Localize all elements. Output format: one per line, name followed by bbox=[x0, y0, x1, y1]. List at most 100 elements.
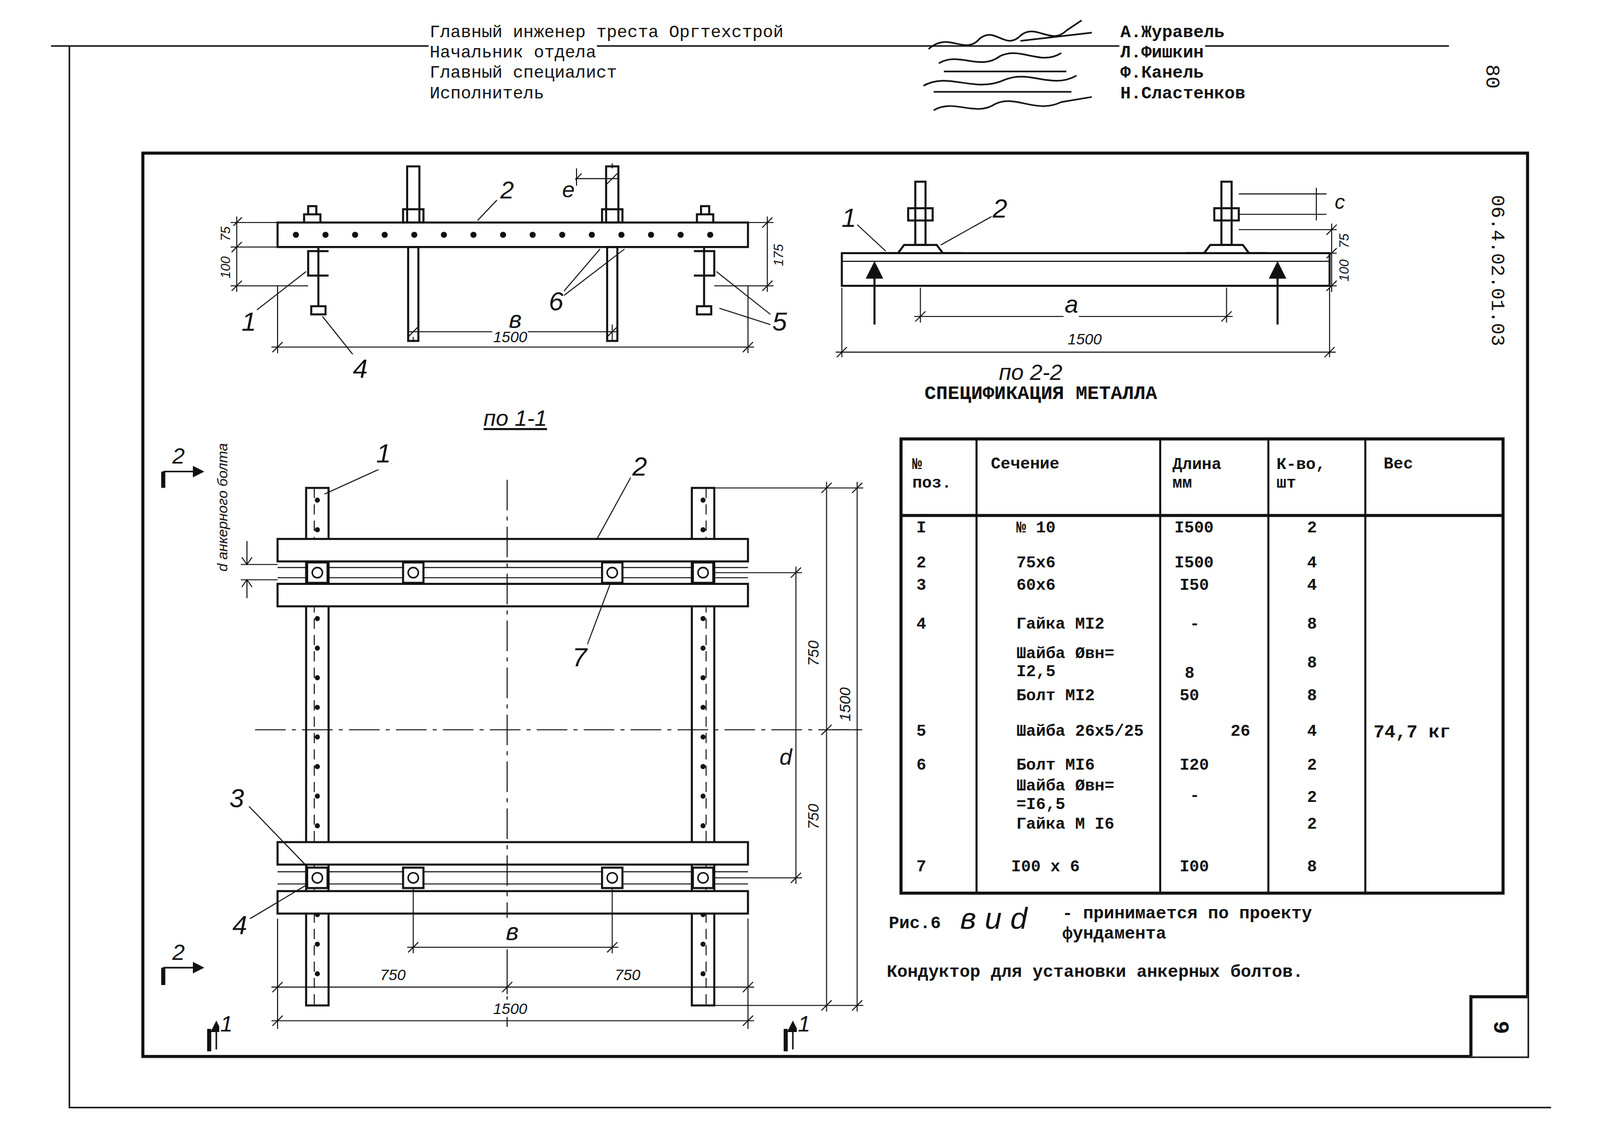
text-label: Сечение bbox=[989, 454, 1061, 474]
text-label: 74,7 кг bbox=[1372, 721, 1452, 744]
text-label: I500 bbox=[1173, 519, 1215, 538]
text-label: Начальник отдела bbox=[428, 43, 598, 64]
text-label: 8 bbox=[1306, 615, 1319, 634]
dimension-label: 1500 bbox=[1066, 330, 1103, 348]
text-label: Н.Сластенков bbox=[1119, 84, 1246, 105]
dimension-label: e bbox=[561, 177, 576, 203]
plan-view bbox=[163, 463, 864, 1052]
text-label: 2 bbox=[1306, 815, 1319, 834]
dimension-label: 75 bbox=[1337, 232, 1353, 250]
dimension-label: 175 bbox=[772, 243, 788, 268]
text-label: I00 bbox=[1178, 857, 1211, 877]
text-label: Шайба Øвн= =I6,5 bbox=[1015, 777, 1132, 815]
dimension-label: 75 bbox=[219, 225, 235, 243]
text-label: 60x6 bbox=[1015, 576, 1057, 596]
text-label: № 10 bbox=[1015, 519, 1057, 538]
dimension-label: 2 bbox=[499, 175, 516, 205]
dimension-label: d bbox=[778, 744, 794, 770]
text-label: А.Журавель bbox=[1119, 22, 1226, 44]
text-label: Вес bbox=[1382, 454, 1415, 474]
text-label: 4 bbox=[1306, 722, 1319, 741]
text-label: 2 bbox=[1306, 788, 1319, 808]
text-label: Кондуктор для установки анкерных болтов. bbox=[885, 962, 1305, 983]
text-label: 7 bbox=[915, 857, 928, 877]
text-label: 2 bbox=[1306, 519, 1319, 538]
text-label: 4 bbox=[1306, 554, 1319, 573]
dimension-label: d анкерного болта bbox=[214, 442, 231, 573]
dimension-label: 750 bbox=[379, 965, 407, 984]
dimension-label: 2 bbox=[171, 939, 186, 966]
dimension-label: по 2-2 bbox=[997, 359, 1064, 386]
dimension-label: 750 bbox=[804, 802, 822, 831]
text-label: - принимается по проекту фундамента bbox=[1061, 903, 1339, 944]
text-label: - bbox=[1188, 615, 1201, 634]
dimension-label: 1 bbox=[219, 1010, 234, 1037]
dimension-label: 4 bbox=[351, 354, 369, 385]
text-label: I500 bbox=[1173, 554, 1215, 573]
text-label: 2 bbox=[915, 554, 928, 573]
sheet-number: 9 bbox=[1487, 1020, 1514, 1034]
text-label: Главный инженер треста Оргтехстрой bbox=[428, 22, 785, 44]
text-label: К-во, шт bbox=[1275, 455, 1344, 494]
dimension-label: 1500 bbox=[836, 685, 854, 722]
dimension-label: 2 bbox=[631, 451, 649, 483]
dimension-label: c bbox=[1333, 190, 1346, 214]
dimension-label: по 1-1 bbox=[482, 405, 549, 432]
text-label: 06.4.02.01.03 bbox=[1484, 193, 1508, 348]
text-label: 4 bbox=[915, 615, 928, 634]
text-label: Ф.Канель bbox=[1119, 63, 1205, 84]
dimension-label: 100 bbox=[219, 255, 235, 280]
text-label: Шайба 26x5/25 bbox=[1015, 722, 1145, 741]
text-label: № поз. bbox=[911, 455, 965, 494]
dimension-label: 1 bbox=[796, 1010, 812, 1037]
text-label: 5 bbox=[915, 722, 928, 741]
sheet-number-box: 9 bbox=[1469, 995, 1528, 1057]
dimension-label: 5 bbox=[771, 307, 788, 338]
sheet-frame bbox=[50, 45, 1551, 1108]
text-label: I00 x 6 bbox=[1010, 857, 1081, 877]
text-label: Рис.6 bbox=[887, 913, 943, 934]
dimension-label: 750 bbox=[804, 639, 822, 667]
dimension-label: 2 bbox=[171, 443, 186, 469]
text-label: Шайба Øвн= I2,5 bbox=[1015, 644, 1132, 682]
dimension-label: 1 bbox=[375, 438, 393, 470]
text-label: 2 bbox=[1306, 755, 1319, 775]
text-label: I50 bbox=[1178, 576, 1211, 596]
dimension-label: 750 bbox=[613, 965, 641, 984]
text-label: - bbox=[1188, 786, 1201, 805]
dimension-label: 100 bbox=[1337, 258, 1353, 283]
text-label: Гайка MI2 bbox=[1015, 615, 1106, 634]
dimension-label: в и d bbox=[959, 900, 1028, 936]
text-label: 8 bbox=[1306, 857, 1319, 877]
text-label: Главный специалист bbox=[428, 63, 619, 84]
text-label: 8 bbox=[1306, 686, 1319, 705]
text-label: Болт MI6 bbox=[1015, 755, 1096, 775]
section-view-a bbox=[230, 163, 774, 358]
text-label: I bbox=[915, 519, 928, 538]
dimension-label: 6 bbox=[547, 286, 565, 318]
text-label: 75x6 bbox=[1015, 554, 1057, 573]
section-view-b bbox=[835, 181, 1337, 357]
dimension-label: а bbox=[1063, 290, 1080, 319]
text-label: 4 bbox=[1306, 576, 1319, 596]
dimension-label: 1500 bbox=[492, 327, 529, 346]
text-label: 6 bbox=[915, 755, 928, 775]
text-label: 26 bbox=[1229, 722, 1252, 741]
text-label: Болт MI2 bbox=[1015, 686, 1096, 705]
text-label: 80 bbox=[1480, 63, 1504, 91]
dimension-label: 7 bbox=[571, 643, 588, 674]
dimension-label: 2 bbox=[991, 193, 1009, 225]
specification-table bbox=[901, 438, 1504, 893]
text-label: 50 bbox=[1178, 686, 1201, 705]
text-label: 3 bbox=[915, 576, 928, 596]
text-label: Гайка М I6 bbox=[1015, 815, 1116, 834]
text-label: Исполнитель bbox=[428, 84, 545, 105]
dimension-label: 1 bbox=[240, 307, 258, 338]
dimension-label: 3 bbox=[228, 783, 246, 815]
dimension-label: 4 bbox=[231, 910, 249, 941]
text-label: Л.Фишкин bbox=[1119, 43, 1205, 64]
dimension-label: 1 bbox=[840, 203, 858, 234]
text-label: Длина мм bbox=[1171, 455, 1251, 494]
dimension-label: 1500 bbox=[492, 999, 529, 1017]
